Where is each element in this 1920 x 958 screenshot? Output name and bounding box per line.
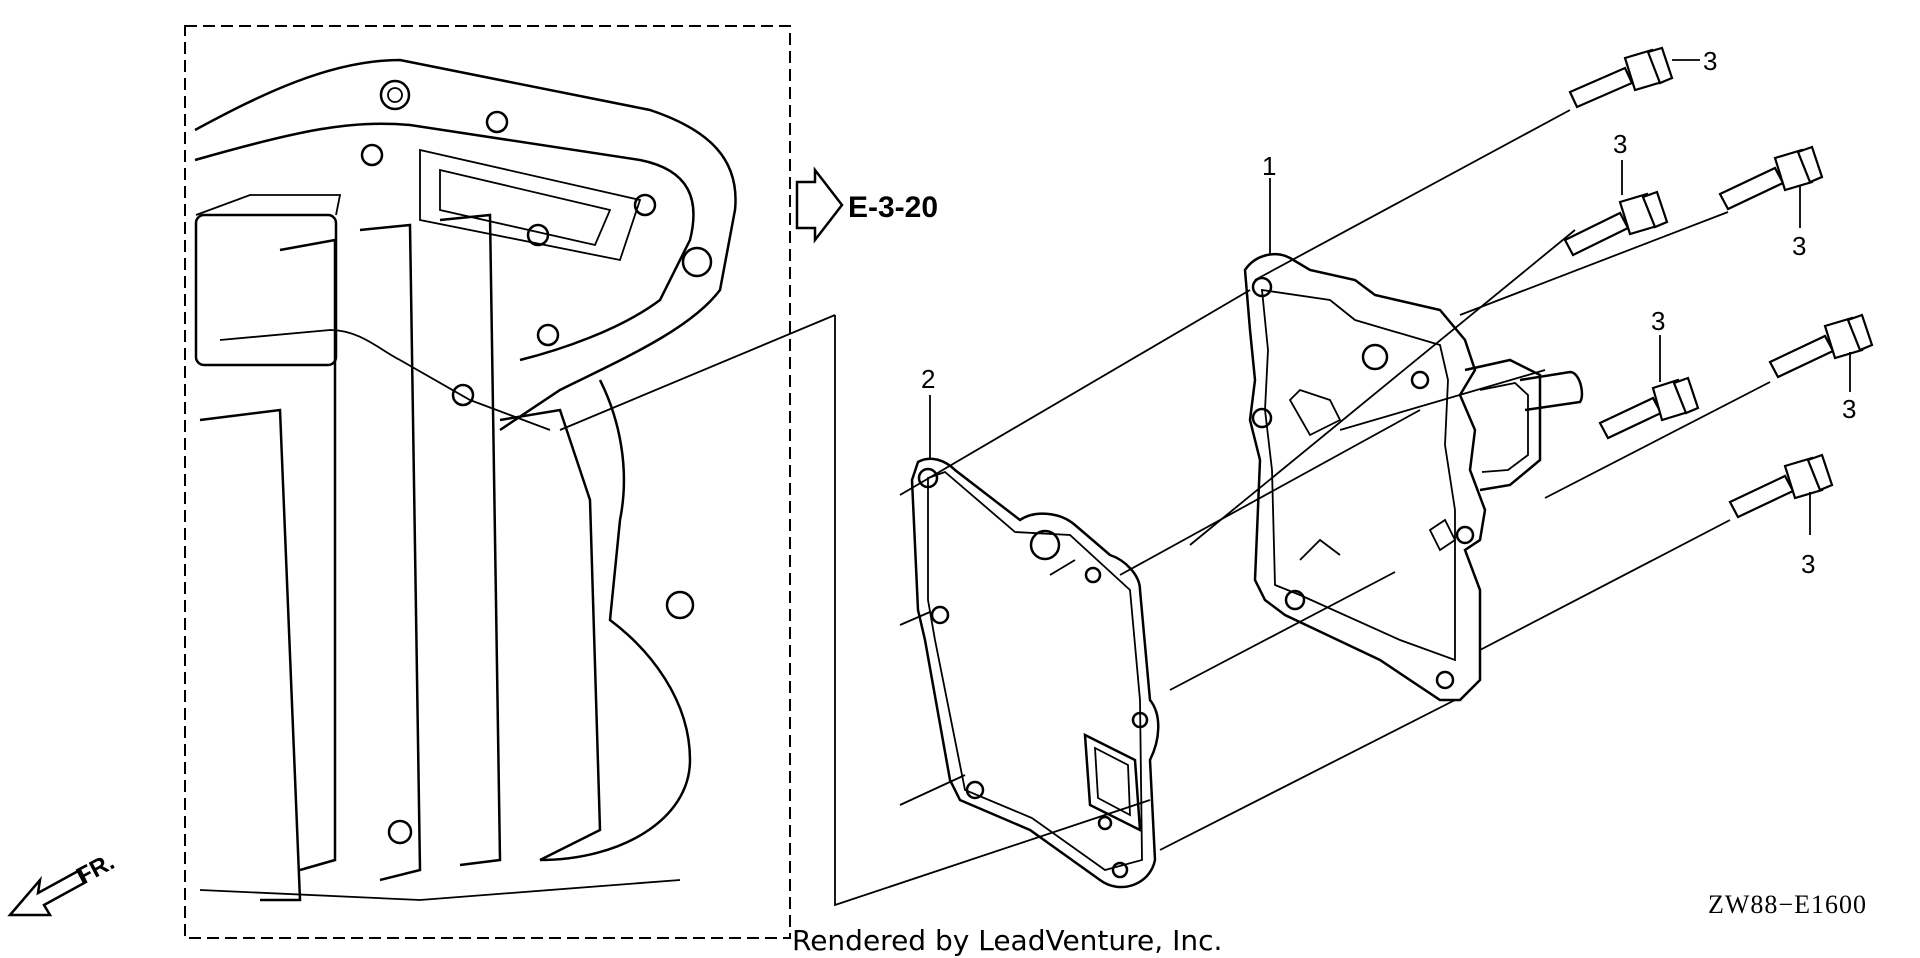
callout-part-3-center-upper[interactable]: 3 xyxy=(1613,129,1627,159)
callout-part-2[interactable]: 2 xyxy=(921,364,935,394)
callout-part-3-right-lower[interactable]: 3 xyxy=(1801,549,1815,579)
reference-marker: E-3-20 xyxy=(795,166,938,244)
bolt-right-lower[interactable] xyxy=(1728,453,1834,519)
callout-leaders xyxy=(929,59,1851,535)
inset-box xyxy=(184,25,791,939)
bolt-center-lower[interactable] xyxy=(1598,376,1700,440)
assembly-guide-lines xyxy=(559,109,1771,907)
gasket-part-2[interactable] xyxy=(910,457,1160,889)
housing-illustration xyxy=(194,58,737,902)
bolt-center-upper[interactable] xyxy=(1563,190,1669,257)
front-direction-marker: FR. xyxy=(7,848,119,917)
callout-part-3-top-right[interactable]: 3 xyxy=(1703,46,1717,76)
callout-part-3-right-upper[interactable]: 3 xyxy=(1792,231,1806,261)
cover-part-1[interactable] xyxy=(1243,253,1584,702)
callout-part-3-right-middle[interactable]: 3 xyxy=(1842,394,1856,424)
callout-part-3-center-lower[interactable]: 3 xyxy=(1651,306,1665,336)
reference-label[interactable]: E-3-20 xyxy=(848,191,938,224)
diagram-code: ZW88−E1600 xyxy=(1708,890,1867,919)
front-label: FR. xyxy=(72,848,119,890)
bolt-right-upper[interactable] xyxy=(1718,145,1824,211)
footer-credit: Rendered by LeadVenture, Inc. xyxy=(792,924,1222,957)
callout-part-1[interactable]: 1 xyxy=(1262,151,1276,181)
bolt-top-right[interactable] xyxy=(1568,46,1674,109)
bolt-right-middle[interactable] xyxy=(1768,313,1874,379)
